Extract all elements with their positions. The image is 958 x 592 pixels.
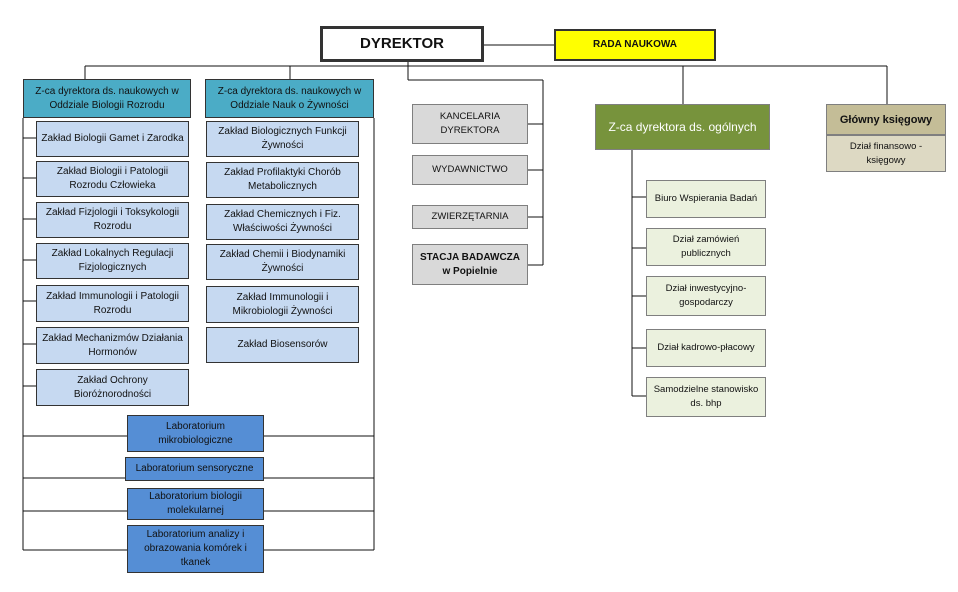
unit-food-chemical-properties: Zakład Chemicznych i Fiz. Właściwości Ży… <box>206 204 359 240</box>
unit-health-safety: Samodzielne stanowisko ds. bhp <box>646 377 766 417</box>
unit-director-office: KANCELARIA DYREKTORA <box>412 104 528 144</box>
unit-public-procurement: Dział zamówień publicznych <box>646 228 766 266</box>
unit-gamete-biology: Zakład Biologii Gamet i Zarodka <box>36 121 189 157</box>
unit-food-biological-functions: Zakład Biologicznych Funkcji Żywności <box>206 121 359 157</box>
unit-local-regulation: Zakład Lokalnych Regulacji Fizjologiczny… <box>36 243 189 279</box>
unit-hr-payroll: Dział kadrowo-płacowy <box>646 329 766 367</box>
chief-accountant: Główny księgowy <box>826 104 946 135</box>
lab-molecular-biology: Laboratorium biologii molekularnej <box>127 488 264 520</box>
deputy-general-affairs: Z-ca dyrektora ds. ogólnych <box>595 104 770 150</box>
deputy-reproduction-biology: Z-ca dyrektora ds. naukowych w Oddziale … <box>23 79 191 118</box>
unit-research-station: STACJA BADAWCZA w Popielnie <box>412 244 528 285</box>
unit-hormone-mechanisms: Zakład Mechanizmów Działania Hormonów <box>36 327 189 364</box>
unit-food-immunology: Zakład Immunologii i Mikrobiologii Żywno… <box>206 286 359 323</box>
unit-investment-economic: Dział inwestycyjno-gospodarczy <box>646 276 766 316</box>
unit-publishing: WYDAWNICTWO <box>412 155 528 185</box>
director-box: DYREKTOR <box>320 26 484 62</box>
unit-food-chemistry: Zakład Chemii i Biodynamiki Żywności <box>206 244 359 280</box>
deputy-food-science: Z-ca dyrektora ds. naukowych w Oddziale … <box>205 79 374 118</box>
unit-biosensors: Zakład Biosensorów <box>206 327 359 363</box>
unit-human-reproduction: Zakład Biologii i Patologii Rozrodu Czło… <box>36 161 189 197</box>
unit-finance-accounting: Dział finansowo - księgowy <box>826 135 946 172</box>
unit-biodiversity: Zakład Ochrony Bioróżnorodności <box>36 369 189 406</box>
lab-cell-imaging: Laboratorium analizy i obrazowania komór… <box>127 525 264 573</box>
lab-sensory: Laboratorium sensoryczne <box>125 457 264 481</box>
unit-metabolic-prevention: Zakład Profilaktyki Chorób Metabolicznyc… <box>206 162 359 198</box>
unit-animal-house: ZWIERZĘTARNIA <box>412 205 528 229</box>
unit-physiology-toxicology: Zakład Fizjologii i Toksykologii Rozrodu <box>36 202 189 238</box>
unit-research-support: Biuro Wspierania Badań <box>646 180 766 218</box>
lab-microbiology: Laboratorium mikrobiologiczne <box>127 415 264 452</box>
rada-naukowa-box: RADA NAUKOWA <box>554 29 716 61</box>
unit-reproduction-immunology: Zakład Immunologii i Patologii Rozrodu <box>36 285 189 322</box>
